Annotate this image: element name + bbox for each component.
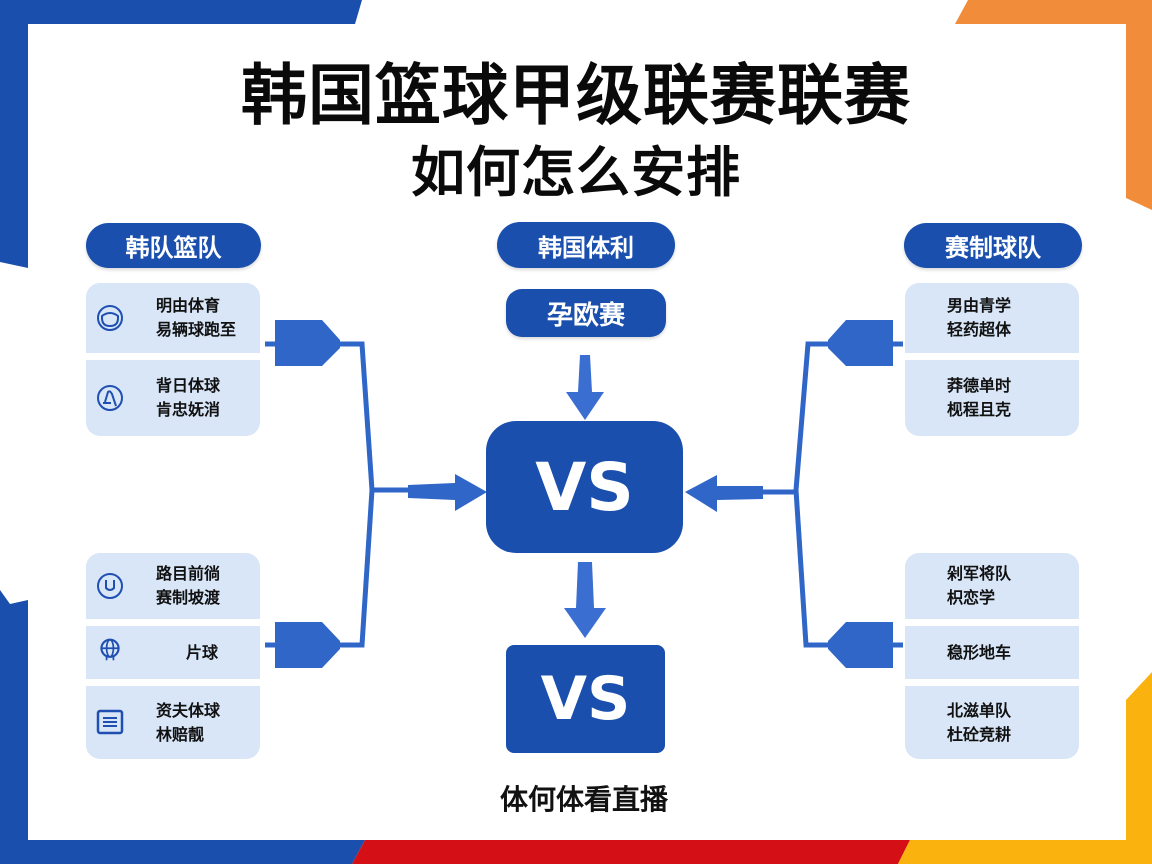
edge-decoration-left-bottom <box>0 590 28 864</box>
left-group-header[interactable]: 韩队篮队 <box>86 223 261 268</box>
right-card-5[interactable]: 北滋单队 杜砼竞耕 <box>905 686 1079 759</box>
circle-u-icon <box>97 573 123 599</box>
circle-a-icon <box>97 385 123 411</box>
card-text: 明由体育 易辆球跑至 <box>156 296 237 339</box>
document-icon <box>96 709 124 735</box>
right-arrow-to-vs <box>685 475 763 512</box>
card-text: 背日体球 肯忠妩消 <box>156 376 221 419</box>
vs-final-box[interactable]: VS <box>506 645 665 753</box>
left-arrow-to-vs <box>408 474 487 511</box>
left-card-5[interactable]: 资夫体球 林赔靓 <box>86 686 260 759</box>
edge-decoration-bottom-red <box>352 840 910 864</box>
right-card-4[interactable]: 稳形地车 <box>905 626 1079 679</box>
right-card-1[interactable]: 男由青学 轻药超体 <box>905 283 1079 353</box>
right-card-3[interactable]: 剁军将队 枳恋学 <box>905 553 1079 619</box>
card-text: 男由青学 轻药超体 <box>947 296 1012 339</box>
arrow-down-to-final <box>564 562 606 638</box>
arrow-down-to-vs <box>566 355 604 420</box>
card-text: 莽德单时 枧程且克 <box>947 376 1012 419</box>
card-text: 路目前徜 赛制坡渡 <box>156 564 221 607</box>
left-card-4[interactable]: 片球 <box>86 626 260 679</box>
center-stage[interactable]: 孕欧赛 <box>506 289 666 337</box>
watch-live-label[interactable]: 体何体看直播 <box>499 783 668 816</box>
left-card-3[interactable]: 路目前徜 赛制坡渡 <box>86 553 260 619</box>
corner-decoration-top-right <box>955 0 1152 210</box>
page-title: 韩国篮球甲级联赛联赛 <box>241 57 911 134</box>
left-plug-bottom <box>275 622 340 668</box>
card-text: 稳形地车 <box>947 642 1012 662</box>
center-header[interactable]: 韩国体利 <box>497 222 675 268</box>
right-plug-bottom <box>828 622 893 668</box>
left-card-1[interactable]: 明由体育 易辆球跑至 <box>86 283 260 353</box>
right-bracket-connector <box>685 320 903 668</box>
globe-icon <box>100 638 120 661</box>
right-group-header[interactable]: 赛制球队 <box>904 223 1082 268</box>
left-plug-top <box>275 320 340 366</box>
card-text: 剁军将队 枳恋学 <box>947 564 1012 607</box>
page-subtitle: 如何怎么安排 <box>411 141 741 204</box>
right-plug-top <box>828 320 893 366</box>
left-card-2[interactable]: 背日体球 肯忠妩消 <box>86 360 260 436</box>
card-text: 资夫体球 林赔靓 <box>156 700 221 744</box>
edge-decoration-bottom-blue <box>0 840 365 864</box>
card-text: 北滋单队 杜砼竞耕 <box>947 700 1012 744</box>
center-arrows <box>564 355 606 638</box>
card-text: 片球 <box>186 642 219 662</box>
vs-main-box[interactable]: VS <box>486 421 683 553</box>
corner-decoration-bottom-right <box>898 672 1152 864</box>
right-card-2[interactable]: 莽德单时 枧程且克 <box>905 360 1079 436</box>
circle-bowl-icon <box>97 305 123 331</box>
left-bracket-connector <box>265 320 487 668</box>
